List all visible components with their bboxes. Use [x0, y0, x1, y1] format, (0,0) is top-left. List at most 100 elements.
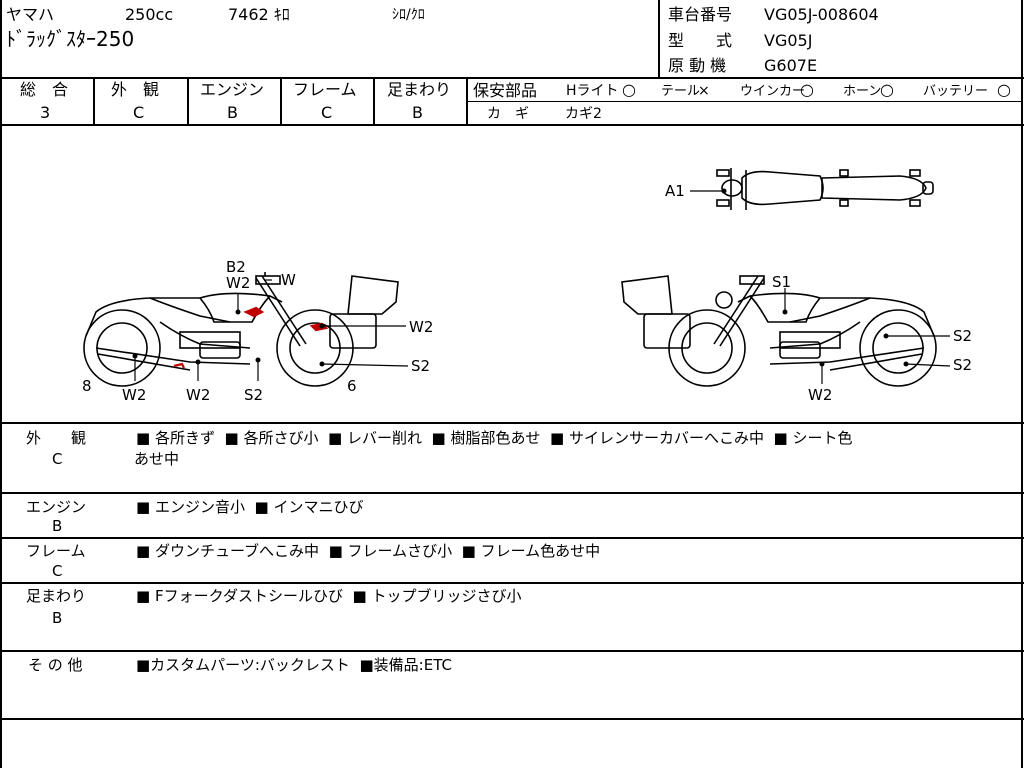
note-item: ■ インマニひび — [254, 498, 364, 516]
frame-number: VG05J-008604 — [764, 5, 879, 24]
border-left — [0, 0, 2, 768]
grade-engine-label: エンジン — [200, 80, 265, 99]
rule-3 — [0, 422, 1024, 424]
grade-exterior-label: 外 観 — [111, 80, 160, 99]
horn-label: ホーン — [843, 84, 882, 99]
note-item: ■ エンジン音小 — [136, 498, 245, 516]
label-s2-lower: S2 — [953, 356, 973, 374]
notes-other-items: ■カスタムパーツ:バックレスト ■装備品:ETC — [136, 655, 452, 675]
label-s2-bottom: S2 — [244, 386, 264, 404]
label-s2-upper: S2 — [953, 327, 973, 345]
note-item: ■ レバー削れ — [328, 429, 422, 447]
grade-overall-label: 総 合 — [20, 80, 69, 99]
rule-8 — [0, 718, 1024, 720]
grade-divider-1 — [93, 78, 95, 125]
mileage: 7462 ｷﾛ — [228, 5, 290, 24]
headlight-label: Hライト — [566, 83, 619, 99]
label-w: W — [281, 271, 296, 289]
type-label: 型 式 — [668, 31, 733, 50]
key-label: カ ギ — [487, 106, 529, 122]
label-s1: S1 — [772, 273, 792, 291]
displacement: 250cc — [125, 5, 174, 24]
label-w2-right-bottom: W2 — [808, 386, 833, 404]
safety-label: 保安部品 — [473, 81, 538, 100]
model-name: ﾄﾞﾗｯｸﾞｽﾀｰ250 — [6, 27, 135, 51]
notes-suspension-label: 足まわり — [26, 587, 87, 605]
note-item: ■ 樹脂部色あせ — [431, 429, 541, 447]
note-item: ■ トップブリッジさび小 — [352, 587, 522, 605]
safety-row-divider — [468, 101, 1022, 102]
note-item: ■ サイレンサーカバーへこみ中 — [550, 429, 764, 447]
notes-frame-label: フレーム — [26, 542, 86, 560]
grade-overall: 3 — [40, 103, 51, 122]
label-8: 8 — [82, 377, 92, 395]
damage-marks — [173, 306, 329, 369]
note-item: ■ フレーム色あせ中 — [461, 542, 601, 560]
label-w2-top: W2 — [226, 274, 251, 292]
color: ｼﾛ/ｸﾛ — [392, 7, 425, 23]
note-item: ■ フレームさび小 — [328, 542, 453, 560]
frame-number-label: 車台番号 — [668, 5, 733, 24]
motorcycle-diagram — [83, 168, 951, 387]
grade-divider-5 — [466, 78, 468, 125]
label-a1: A1 — [665, 182, 685, 200]
label-6: 6 — [347, 377, 357, 395]
grade-exterior: C — [133, 103, 145, 122]
rule-7 — [0, 650, 1024, 652]
label-b2: B2 — [226, 258, 246, 276]
battery-status: ○ — [997, 80, 1011, 99]
rule-6 — [0, 582, 1024, 584]
key-value: カギ2 — [565, 106, 602, 122]
note-item: ■ ダウンチューブへこみ中 — [136, 542, 320, 560]
note-item: ■装備品:ETC — [359, 656, 452, 674]
top-view-motorcycle — [716, 168, 934, 210]
grade-engine: B — [227, 103, 238, 122]
winker-label: ウインカー — [740, 84, 806, 99]
label-s2-right: S2 — [411, 357, 431, 375]
notes-engine-grade: B — [52, 517, 63, 535]
grade-divider-4 — [373, 78, 375, 125]
notes-exterior-grade: C — [52, 450, 63, 468]
grade-frame: C — [321, 103, 333, 122]
note-item: ■ 各所さび小 — [224, 429, 319, 447]
taillight-label: テール — [661, 84, 701, 99]
note-item: ■ シート色 — [773, 429, 853, 447]
notes-exterior-items: ■ 各所きず ■ 各所さび小 ■ レバー削れ ■ 樹脂部色あせ ■ サイレンサー… — [136, 428, 852, 448]
winker-status: ○ — [800, 80, 814, 99]
notes-frame-grade: C — [52, 562, 63, 580]
maker: ヤマハ — [6, 5, 55, 24]
engine-label: 原 動 機 — [668, 56, 727, 75]
notes-suspension-items: ■ Fフォークダストシールひび ■ トップブリッジさび小 — [136, 586, 521, 606]
note-item: ■カスタムパーツ:バックレスト — [136, 656, 350, 674]
horn-status: ○ — [880, 80, 894, 99]
left-side-view-motorcycle — [83, 272, 399, 387]
notes-engine-label: エンジン — [26, 498, 87, 516]
headlight-status: ○ — [622, 80, 636, 99]
label-w2-right: W2 — [409, 318, 434, 336]
notes-other-label: そ の 他 — [28, 656, 83, 674]
notes-frame-items: ■ ダウンチューブへこみ中 ■ フレームさび小 ■ フレーム色あせ中 — [136, 541, 600, 561]
notes-exterior-label: 外 観 — [26, 429, 87, 447]
taillight-status: × — [698, 83, 710, 99]
notes-engine-items: ■ エンジン音小 ■ インマニひび — [136, 497, 363, 517]
rule-5 — [0, 537, 1024, 539]
engine-value: G607E — [764, 56, 818, 75]
type-value: VG05J — [764, 31, 813, 50]
label-w2-bottom-2: W2 — [186, 386, 211, 404]
notes-exterior-continued: あせ中 — [134, 450, 180, 468]
right-side-view-motorcycle — [621, 275, 937, 387]
note-item: ■ 各所きず — [136, 429, 215, 447]
rule-2 — [0, 124, 1024, 126]
grade-divider-3 — [280, 78, 282, 125]
rule-4 — [0, 492, 1024, 494]
grade-divider-2 — [187, 78, 189, 125]
header-divider — [658, 0, 660, 78]
grade-suspension: B — [412, 103, 423, 122]
leader-dots — [132, 188, 909, 367]
battery-label: バッテリー — [923, 84, 989, 99]
border-right — [1021, 0, 1023, 768]
rule-1 — [0, 77, 1024, 79]
leader-lines — [134, 190, 951, 384]
grade-suspension-label: 足まわり — [387, 80, 452, 99]
notes-suspension-grade: B — [52, 609, 63, 627]
